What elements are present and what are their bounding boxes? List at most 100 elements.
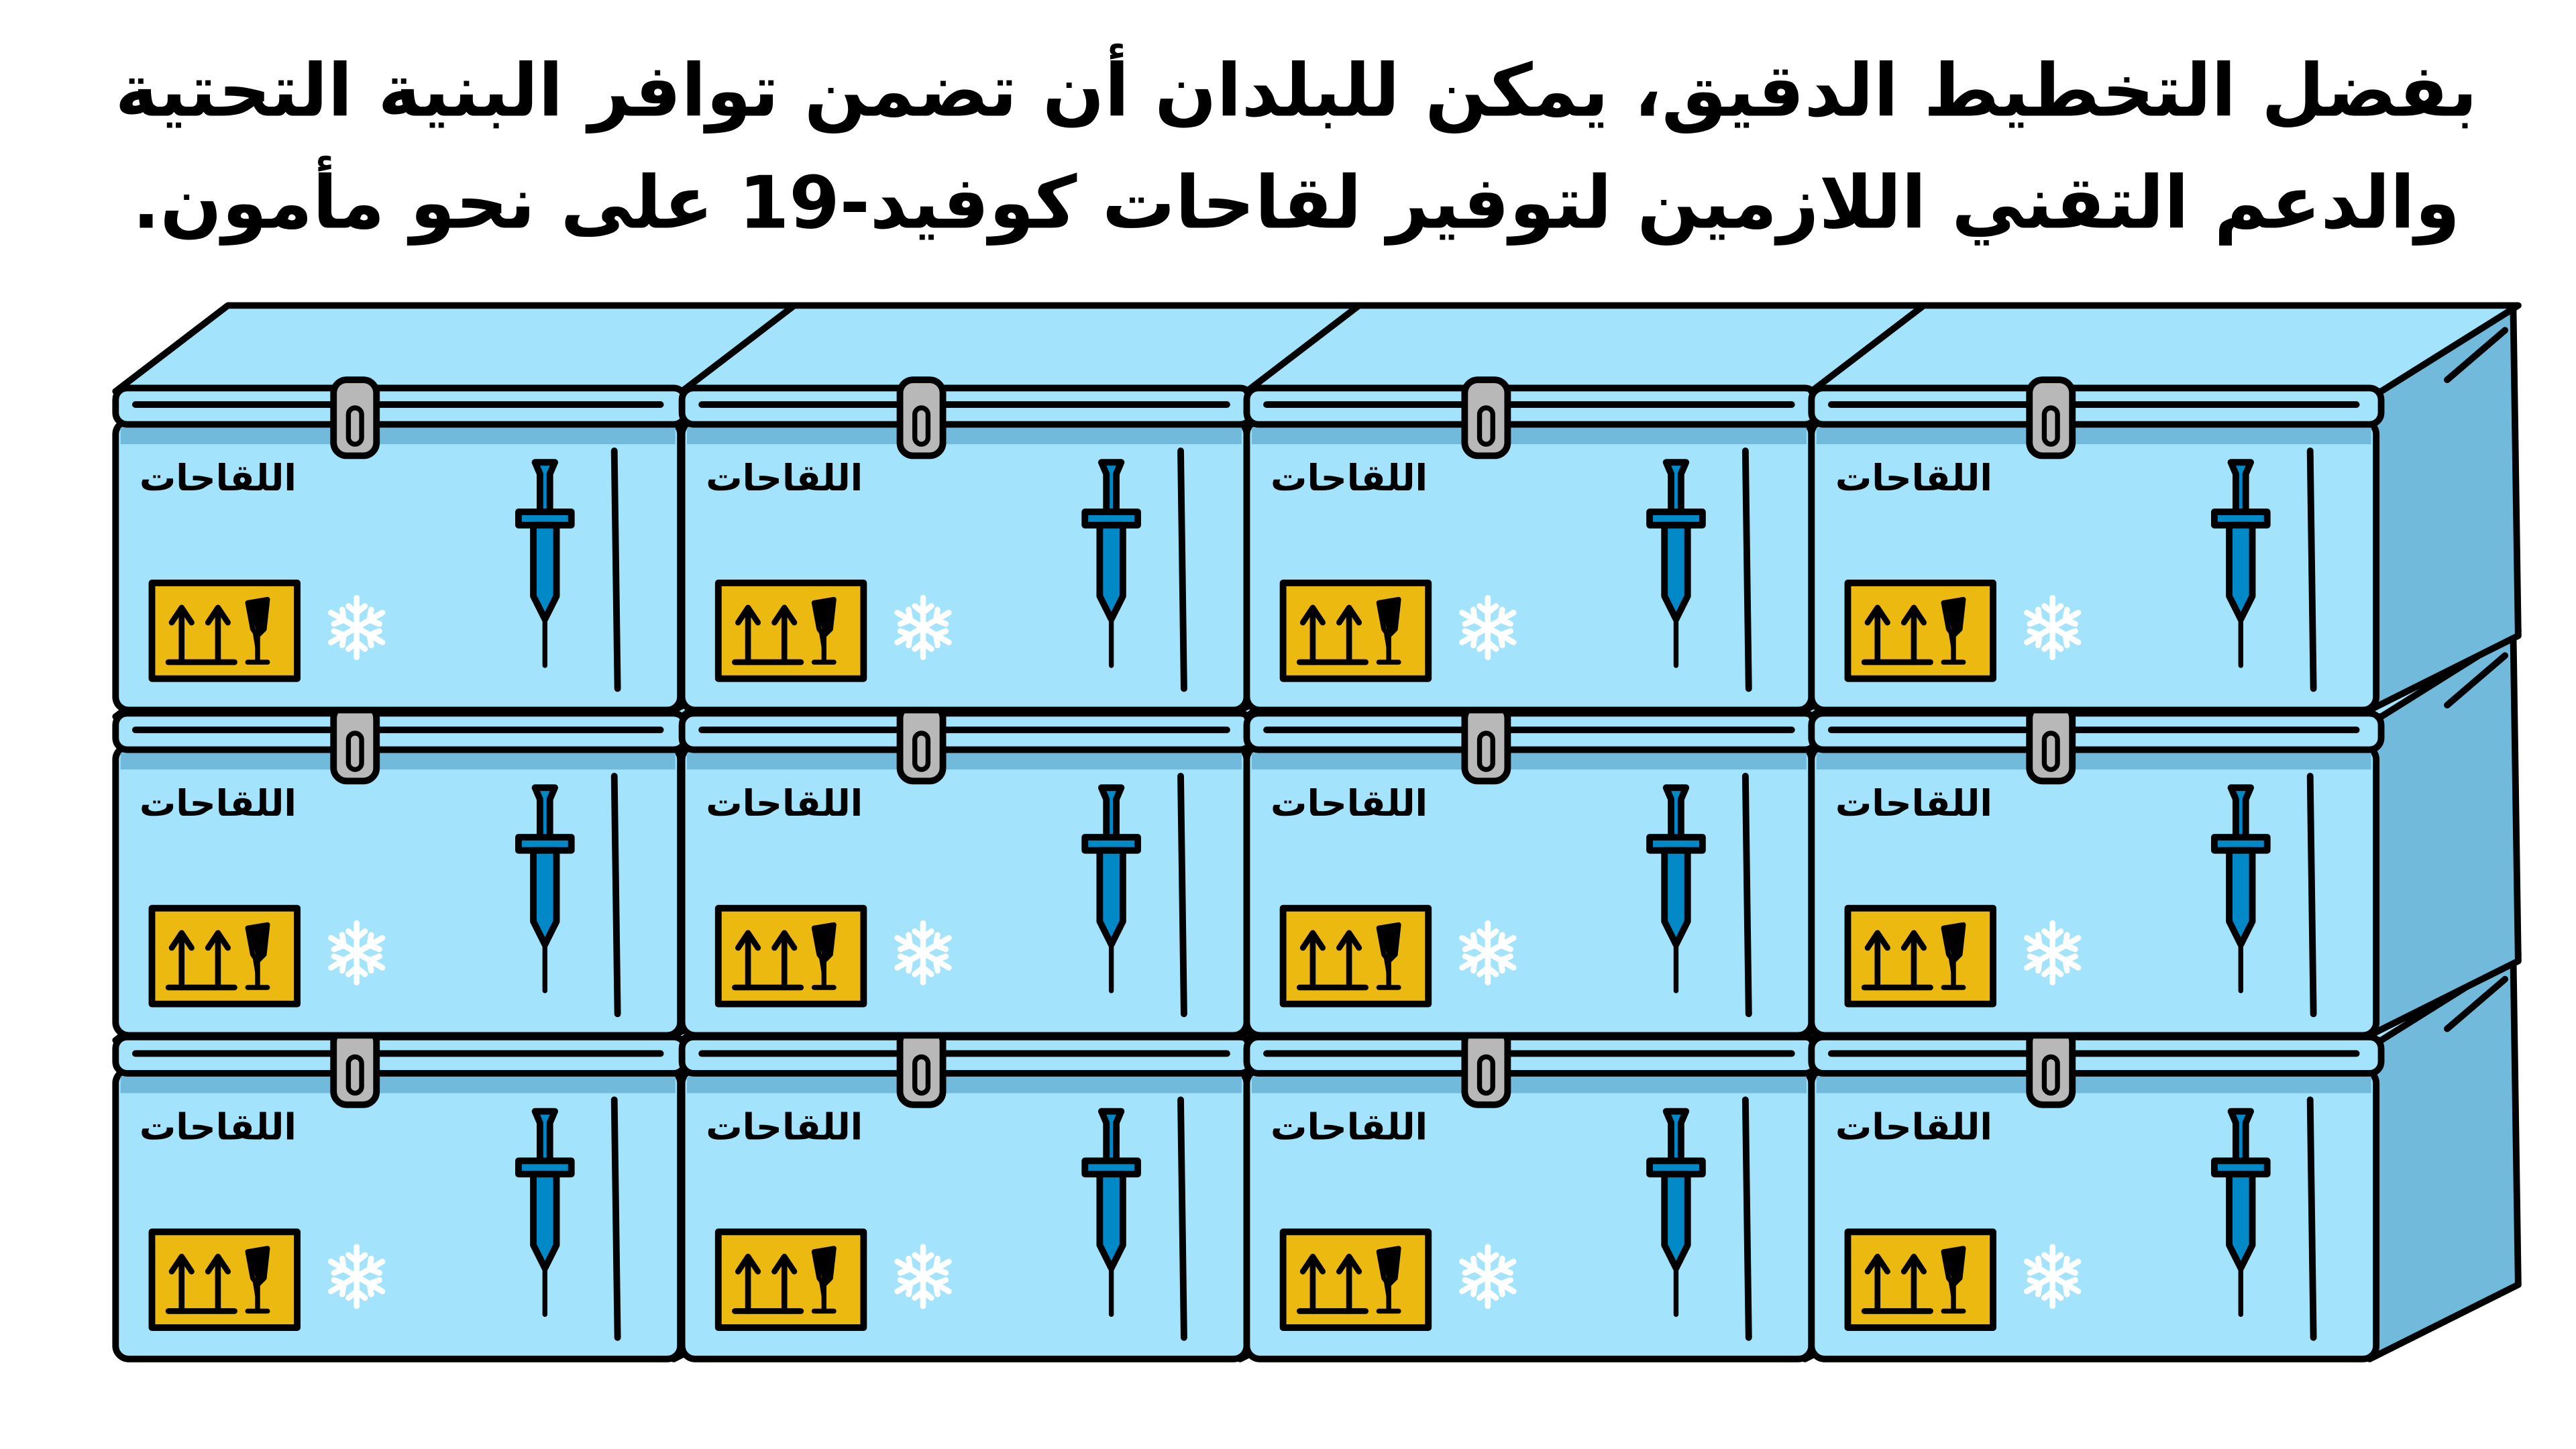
latch-slot [345,405,364,447]
fragile-icon [1376,596,1401,665]
fragile-icon [811,596,837,665]
syringe-barrel [530,847,560,948]
snowflake-arm [894,606,952,649]
syringe-barrel [1096,1171,1126,1272]
vaccines-label: اللقاحات [1271,1106,1428,1148]
latch-slot [2041,731,2060,772]
this-way-up-icon [735,1253,761,1314]
this-way-up-icon [1299,1253,1326,1314]
box-front-shadow [1816,1076,2371,1093]
this-way-up-icon [168,604,195,665]
vaccines-label: اللقاحات [1835,457,1992,499]
vaccines-label: اللقاحات [706,457,863,499]
syringe-icon [1081,784,1141,994]
this-way-up-icon [1900,604,1927,665]
fragile-icon [1941,1246,1966,1314]
box-front-shadow [1816,427,2371,445]
box-front-shadow [1816,753,2371,770]
box-front-shadow [1251,753,1807,770]
fragile-icon [245,1246,270,1314]
box-edge-line [2306,1096,2317,1341]
syringe-plunger [531,459,558,515]
latch-icon [2026,376,2076,460]
syringe-plunger [1097,1108,1125,1165]
syringe-icon [2211,459,2271,668]
snowflake-icon [328,1244,386,1309]
snowflake-arm [328,1255,386,1297]
snowflake-arm [2024,606,2082,649]
fragile-icon [1376,922,1401,990]
this-way-up-icon [1864,1253,1890,1314]
snowflake-arm [1459,606,1517,649]
snowflake-arm [894,932,952,974]
this-way-up-icon [735,930,761,991]
syringe-icon [515,784,575,994]
syringe-icon [1646,459,1706,668]
handling-label [148,580,301,682]
syringe-plunger [2227,459,2255,515]
fragile-icon [811,1246,837,1314]
lid-edge-line [2444,327,2509,384]
snowflake-icon [894,594,952,660]
syringe-icon [515,459,575,668]
this-way-up-icon [735,604,761,665]
snowflake-arm [328,606,386,649]
syringe-barrel [1096,521,1126,623]
vaccines-label: اللقاحات [1271,782,1428,824]
syringe-icon [515,1108,575,1318]
box-edge-line [1177,447,1187,692]
this-way-up-icon [771,604,798,665]
syringe-barrel [1661,521,1691,623]
latch-slot [912,731,931,772]
latch-slot [2041,1054,2060,1096]
syringe-plunger [531,1108,558,1165]
box-edge-line [610,1096,621,1341]
caption-line-2: والدعم التقني اللازمين لتوفير لقاحات كوف… [132,156,2460,246]
box-edge-line [610,773,621,1018]
syringe-barrel [530,1171,560,1272]
snowflake-arm [894,1255,952,1297]
handling-label [148,1228,301,1332]
this-way-up-icon [1900,930,1927,991]
this-way-up-icon [205,930,231,991]
this-way-up-icon [1864,604,1890,665]
syringe-plunger [1662,784,1690,841]
vaccines-label: اللقاحات [1271,457,1428,499]
snowflake-icon [1459,594,1517,660]
this-way-up-icon [168,930,195,991]
latch-slot [345,1054,364,1096]
snowflake-icon [328,920,386,985]
fragile-icon [245,922,270,990]
latch-slot [1477,405,1495,447]
snowflake-arm [2024,1255,2082,1297]
syringe-barrel [530,521,560,623]
syringe-icon [2211,1108,2271,1318]
this-way-up-icon [1299,604,1326,665]
fragile-icon [1941,922,1966,990]
latch-slot [1477,1054,1495,1096]
latch-slot [345,731,364,772]
latch-slot [2041,405,2060,447]
box-edge-line [1177,1096,1187,1341]
syringe-barrel [2226,521,2256,623]
cooler-box-stack: اللقاحات اللقاحات اللقاحات اللقاحات اللقاحات… [112,302,2522,1362]
syringe-icon [1646,1108,1706,1318]
snowflake-icon [2024,920,2082,985]
syringe-plunger [1097,784,1125,841]
handling-label [714,1228,867,1332]
latch-icon [330,376,380,460]
latch-slot [1477,731,1495,772]
box-front-shadow [1251,427,1807,445]
handling-label [1279,904,1432,1008]
box-edge-line [2306,773,2317,1018]
vaccines-label: اللقاحات [706,782,863,824]
this-way-up-icon [1900,1253,1927,1314]
this-way-up-icon [168,1253,195,1314]
syringe-icon [1081,1108,1141,1318]
latch-icon [896,376,947,460]
handling-label [714,904,867,1008]
cooler-box: اللقاحات [1243,302,1957,714]
snowflake-icon [1459,1244,1517,1309]
snowflake-arm [328,932,386,974]
syringe-barrel [2226,847,2256,948]
